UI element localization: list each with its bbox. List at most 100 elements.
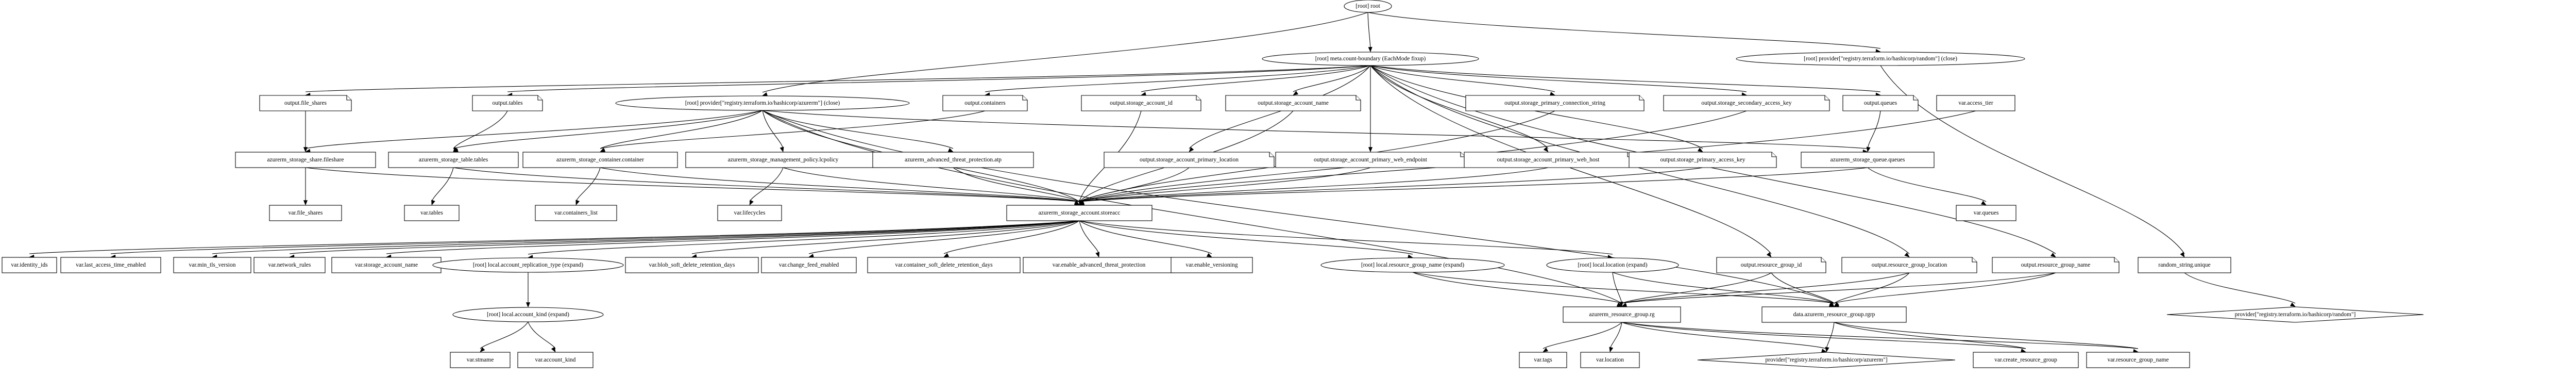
graph-node[interactable]: var.account_kind [517, 352, 594, 368]
graph-node[interactable]: [root] local.account_kind (expand) [452, 307, 604, 322]
graph-node[interactable]: azurerm_storage_queue.queues [1801, 152, 1935, 168]
graph-edge-arrowhead [2050, 252, 2056, 257]
graph-node[interactable]: var.network_rules [253, 257, 326, 273]
graph-node[interactable]: var.blob_soft_delete_retention_days [625, 257, 759, 273]
graph-node[interactable]: var.storage_account_name [331, 257, 442, 273]
graph-node[interactable]: azurerm_storage_share.fileshare [235, 152, 376, 168]
node-label: var.queues [1974, 210, 1999, 216]
graph-node[interactable]: provider["registry.terraform.io/hashicor… [1697, 352, 1956, 368]
graph-node[interactable]: output.resource_group_location [1841, 257, 1977, 273]
graph-node[interactable]: azurerm_storage_account.storeacc [1006, 205, 1153, 221]
graph-edge [1834, 272, 2056, 304]
graph-node[interactable]: provider["registry.terraform.io/hashicor… [2166, 306, 2424, 323]
graph-node[interactable]: output.storage_primary_access_key [1629, 152, 1777, 168]
graph-edge [762, 110, 1622, 304]
graph-edge [453, 110, 508, 149]
graph-node[interactable]: var.identity_ids [2, 257, 57, 273]
graph-node[interactable]: data.azurerm_resource_group.rgrp [1761, 306, 1907, 323]
graph-node[interactable]: azurerm_storage_management_policy.lcpoli… [685, 152, 881, 168]
graph-edge [1412, 272, 1835, 304]
graph-node[interactable]: azurerm_storage_container.container [522, 152, 678, 168]
graph-edge [1834, 322, 2026, 349]
node-label: azurerm_storage_account.storeacc [1039, 210, 1121, 216]
node-shape-box [872, 152, 1034, 168]
graph-node[interactable]: output.containers [942, 95, 1028, 111]
graph-node[interactable]: output.storage_account_primary_web_endpo… [1275, 152, 1466, 168]
graph-node[interactable]: var.tables [404, 205, 460, 221]
graph-edge-arrowhead [749, 200, 754, 206]
graph-node[interactable]: output.tables [472, 95, 543, 111]
node-shape-diamond [1697, 352, 1956, 368]
node-shape-ellipse [1546, 257, 1679, 273]
node-shape-box [625, 257, 759, 273]
graph-edge [762, 110, 1868, 149]
graph-edge [289, 220, 1080, 254]
graph-node[interactable]: var.containers_list [535, 205, 617, 221]
graph-edge-arrowhead [480, 347, 485, 353]
graph-node[interactable]: [root] local.resource_group_name (expand… [1320, 257, 1505, 273]
graph-node[interactable]: output.storage_account_name [1225, 95, 1361, 111]
graph-node[interactable]: [root] meta.count-boundary (EachMode fix… [1262, 52, 1479, 66]
graph-node[interactable]: azurerm_resource_group.rg [1563, 306, 1681, 323]
node-label: output.storage_account_primary_location [1140, 157, 1239, 163]
graph-node[interactable]: [root] local.location (expand) [1546, 257, 1679, 273]
graph-node[interactable]: random_string.unique [2138, 257, 2231, 273]
graph-edge [600, 167, 1080, 202]
node-shape-box [388, 152, 519, 168]
graph-node[interactable]: var.last_access_time_enabled [60, 257, 161, 273]
node-shape-box [1761, 306, 1907, 323]
graph-node[interactable]: output.file_shares [259, 95, 352, 111]
node-label: azurerm_advanced_threat_protection.atp [905, 157, 1002, 163]
node-shape-box [269, 205, 342, 221]
graph-edge [1141, 65, 1371, 92]
graph-node[interactable]: azurerm_storage_table.tables [388, 152, 519, 168]
graph-node[interactable]: output.resource_group_name [1992, 257, 2120, 273]
graph-edge-arrowhead [431, 200, 435, 206]
graph-node[interactable]: var.enable_advanced_threat_protection [1023, 257, 1175, 273]
graph-node[interactable]: azurerm_advanced_threat_protection.atp [872, 152, 1034, 168]
graph-edge-arrowhead [551, 347, 556, 353]
graph-node[interactable]: var.location [1580, 352, 1640, 368]
node-shape-box [761, 257, 857, 273]
graph-edge-arrowhead [303, 147, 308, 153]
graph-edge-arrowhead [762, 92, 768, 96]
node-shape-box [717, 205, 782, 221]
graph-node[interactable]: var.container_soft_delete_retention_days [867, 257, 1021, 273]
graph-node[interactable]: var.enable_versioning [1171, 257, 1253, 273]
graph-node[interactable]: output.storage_primary_connection_string [1465, 95, 1645, 111]
graph-node[interactable]: [root] root [1344, 0, 1392, 13]
graph-node[interactable]: var.access_tier [1936, 95, 2015, 111]
graph-node[interactable]: output.storage_account_primary_web_host [1464, 152, 1633, 168]
graph-node[interactable]: [root] local.account_replication_type (e… [432, 257, 624, 273]
graph-node[interactable]: var.queues [1956, 205, 2016, 221]
graph-edge [386, 220, 1080, 254]
graph-node[interactable]: var.resource_group_name [2086, 352, 2190, 368]
graph-node[interactable]: var.stmame [450, 352, 511, 368]
graph-node[interactable]: var.create_resource_group [1973, 352, 2079, 368]
graph-node[interactable]: var.tags [1519, 352, 1567, 368]
node-label: output.resource_group_location [1872, 262, 1947, 268]
graph-node[interactable]: var.change_feed_enabled [761, 257, 857, 273]
graph-node[interactable]: var.file_shares [269, 205, 342, 221]
node-label: output.storage_secondary_access_key [1701, 100, 1792, 106]
graph-edge-arrowhead [575, 200, 580, 206]
graph-edge [480, 321, 529, 349]
graph-edge-arrowhead [1543, 348, 1549, 352]
graph-node[interactable]: output.storage_account_primary_location [1104, 152, 1275, 168]
graph-edge [762, 110, 1835, 304]
graph-node[interactable]: output.storage_secondary_access_key [1663, 95, 1830, 111]
graph-node[interactable]: output.queues [1842, 95, 1919, 111]
graph-edge [1079, 220, 1613, 255]
graph-node[interactable]: [root] provider["registry.terraform.io/h… [1736, 52, 2025, 66]
graph-node[interactable]: output.storage_account_id [1081, 95, 1201, 111]
graph-node[interactable]: [root] provider["registry.terraform.io/h… [615, 95, 910, 111]
graph-node[interactable]: output.resource_group_id [1716, 257, 1826, 273]
graph-node[interactable]: var.lifecycles [717, 205, 782, 221]
graph-edge [29, 220, 1080, 254]
node-shape-note [1225, 95, 1361, 111]
graph-node[interactable]: var.min_tls_version [173, 257, 251, 273]
node-label: output.resource_group_id [1741, 262, 1802, 268]
node-label: output.resource_group_name [2021, 262, 2090, 268]
node-shape-box [2138, 257, 2231, 273]
